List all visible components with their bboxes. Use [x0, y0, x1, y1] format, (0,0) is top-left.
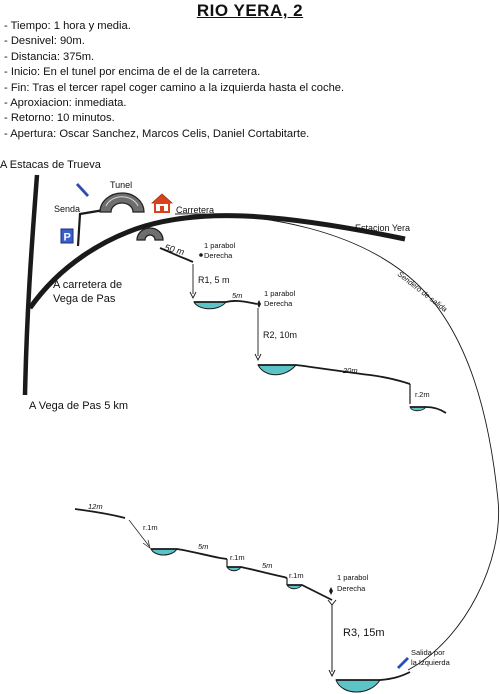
parabol2-line1: 1 parabol [264, 289, 296, 298]
canyon-segment [159, 247, 194, 263]
info-item: - Inicio: En el tunel por encima de el d… [4, 66, 261, 79]
upper-descent: 50 m 1 parabol Derecha R1, 5 m 5m 1 para… [159, 241, 447, 414]
tunel-label: Tunel [110, 180, 132, 190]
parabol-icon [199, 253, 203, 257]
salida-line1: Salida por [411, 648, 445, 657]
rappel-line [128, 519, 150, 547]
lower-descent: 12m r.1m 5m r.1m 5m r.1m 1 parabol Derec… [74, 502, 451, 693]
distance-12m: 12m [88, 502, 103, 511]
arrow-head [328, 669, 336, 678]
distance-5m: 5m [232, 291, 242, 300]
parabol3-line2: Derecha [337, 584, 366, 593]
info-item: - Desnivel: 90m. [4, 35, 85, 48]
rappel-r1m-a: r.1m [143, 523, 158, 532]
rappel-r2: R2, 10m [263, 330, 297, 340]
arrow-head [189, 291, 197, 300]
parabol2-line2: Derecha [264, 299, 293, 308]
arrow-senda-icon [75, 182, 90, 198]
canyon-segment [194, 300, 258, 305]
house-icon [150, 193, 174, 213]
carretera-label: Carretera [176, 205, 214, 215]
info-item: - Apertura: Oscar Sanchez, Marcos Celis,… [4, 127, 310, 140]
canyon-segment [258, 364, 411, 385]
parking-label: P [64, 232, 71, 244]
estacas-label: A Estacas de Trueva [0, 159, 102, 171]
arrow-head [142, 539, 151, 549]
arrow-salida-icon [396, 656, 410, 670]
rappel-r1m-c: r.1m [289, 571, 304, 580]
anchor-icon [327, 599, 337, 606]
parabol1-line1: 1 parabol [204, 241, 236, 250]
senda-label: Senda [54, 204, 80, 214]
senda-path [76, 208, 105, 247]
canyon-segment [287, 584, 333, 601]
canyon-segment [151, 548, 228, 560]
info-item: - Tiempo: 1 hora y media. [4, 20, 131, 32]
canyon-segment [410, 406, 447, 414]
sendero-salida-path [174, 213, 500, 671]
map-area: P A Estacas de Trueva Tunel Senda Carret… [0, 159, 500, 671]
rappel-r2m: r.2m [415, 390, 430, 399]
info-item: - Retorno: 10 minutos. [4, 112, 115, 125]
tunnel-upper-icon [99, 192, 145, 213]
a-carretera-label-2: Vega de Pas [53, 293, 116, 305]
pool-icon [335, 679, 381, 693]
tunnel-lower-icon [136, 227, 164, 241]
info-item: - Aproxiacion: inmediata. [4, 97, 127, 110]
rappel-r1: R1, 5 m [198, 275, 230, 285]
pool-icon [257, 364, 298, 376]
parabol-icon [257, 300, 261, 308]
rappel-r3: R3, 15m [343, 627, 385, 639]
vega-label: A Vega de Pas 5 km [29, 400, 128, 412]
distance-5m-b: 5m [198, 542, 208, 551]
canyon-segment [336, 671, 411, 681]
info-item: - Fin: Tras el tercer rapel coger camino… [4, 81, 345, 94]
salida-line2: la Izquierda [411, 658, 451, 667]
distance-5m-c: 5m [262, 561, 272, 570]
arrow-head [254, 353, 262, 362]
sendero-label: Sendero de salida [396, 269, 449, 313]
canyon-segment [74, 508, 126, 519]
road-carretera [27, 213, 406, 310]
info-list: - Tiempo: 1 hora y media. - Desnivel: 90… [4, 19, 344, 142]
rappel-r1m-b: r.1m [230, 553, 245, 562]
canyon-segment [227, 566, 288, 579]
page-title: RIO YERA, 2 [196, 1, 304, 20]
parking-icon: P [60, 228, 74, 244]
distance-20m: 20m [342, 366, 358, 375]
parabol3-line1: 1 parabol [337, 573, 369, 582]
info-item: - Distancia: 375m. [4, 50, 95, 63]
estacion-label: Estacion Yera [355, 223, 410, 233]
a-carretera-label-1: A carretera de [53, 279, 122, 291]
pool-icon [193, 301, 228, 310]
parabol1-line2: Derecha [204, 251, 233, 260]
road-vega-de-pas [22, 174, 40, 396]
parabol-icon [329, 587, 333, 595]
